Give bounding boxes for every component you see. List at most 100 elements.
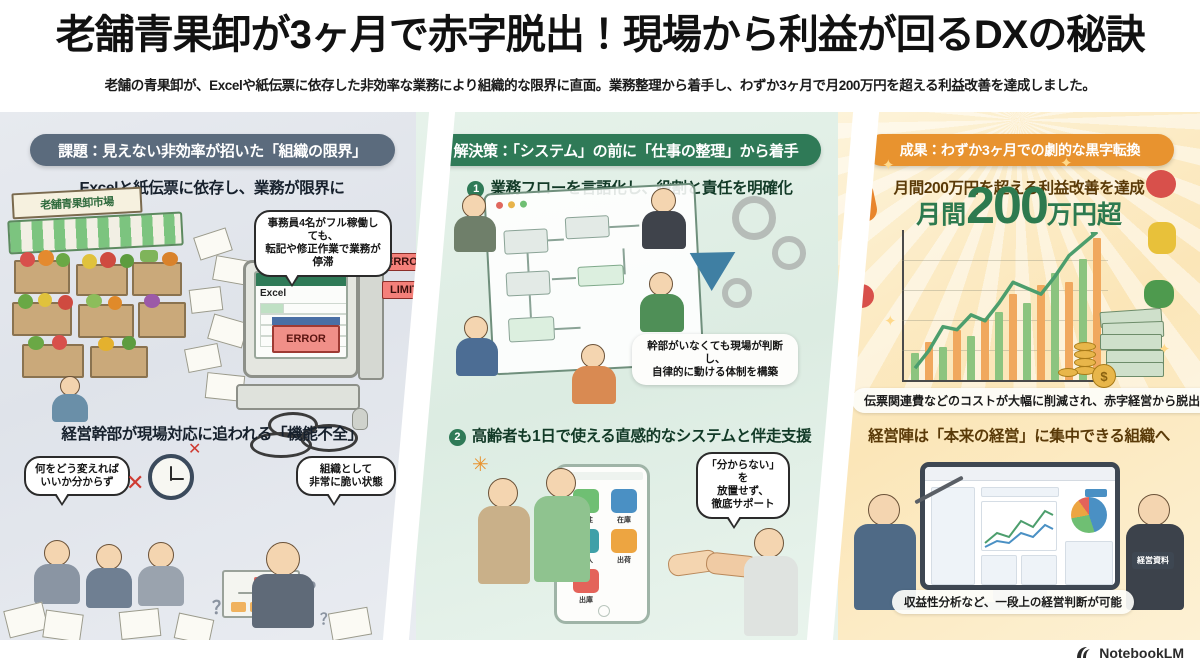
window-dot-close[interactable] <box>495 201 504 210</box>
crate <box>78 304 134 338</box>
gear-icon <box>772 236 806 270</box>
chart-line-path <box>913 232 1099 370</box>
person-body <box>534 496 590 582</box>
column-solution: 解決策：「システム」の前に「仕事の整理」から着手 1業務フローを言語化し、役割と… <box>416 112 844 640</box>
pill-solution: 解決策：「システム」の前に「仕事の整理」から着手 <box>431 134 821 166</box>
notebooklm-logo-icon <box>1077 647 1091 658</box>
bubble-fragile-org: 組織として 非常に脆い状態 <box>296 456 396 507</box>
result-section-b-title: 経営陣は「本来の経営」に集中できる組織へ <box>868 428 1170 445</box>
flow-arrow <box>551 276 576 280</box>
gear-icon <box>722 278 752 308</box>
vegetable <box>120 254 134 268</box>
flow-node <box>564 215 610 240</box>
flow-node <box>503 228 549 255</box>
desktop-monitor: Excel ERROR <box>243 260 359 378</box>
paper-slip <box>188 286 224 314</box>
person-body <box>52 394 88 422</box>
person-body <box>744 556 798 636</box>
person-head <box>464 316 488 340</box>
x-mark-icon: ✕ <box>126 470 145 495</box>
x-mark-icon: ✕ <box>188 441 202 458</box>
chart-bar <box>952 329 962 380</box>
window-dot-minimize[interactable] <box>507 201 516 209</box>
chart-gridline <box>902 320 1108 321</box>
person-body <box>86 568 132 608</box>
dashboard-sidebar <box>931 487 975 585</box>
sparkle-icon: ✦ <box>1158 341 1171 358</box>
gear-icon <box>732 196 776 240</box>
result-caption-analysis: 収益性分析など、一段上の経営判断が可能 <box>892 590 1134 614</box>
dashboard-kpi-panel <box>1065 541 1113 585</box>
sparkle-icon: ✦ <box>1060 155 1073 172</box>
person-head <box>546 468 576 498</box>
chart-bar <box>1092 237 1102 380</box>
flow-arrow <box>622 248 626 275</box>
bell-pepper-green-icon <box>1144 280 1174 308</box>
tablet-home-button[interactable] <box>598 605 610 617</box>
person-head <box>462 194 486 218</box>
dashboard-chart-svg <box>984 509 1054 548</box>
flow-arrow <box>554 326 581 330</box>
person-head <box>868 494 900 526</box>
app-icon-shipping[interactable] <box>611 529 637 553</box>
crate <box>90 346 148 378</box>
result-caption-cost: 伝票関連費などのコストが大幅に削減され、赤字経営から脱出 <box>852 388 1200 413</box>
step-number-badge: 2 <box>448 428 466 446</box>
flow-node-database <box>577 264 625 287</box>
person-head <box>651 188 676 213</box>
vegetable <box>98 337 114 351</box>
spreadsheet-cell-selected <box>260 303 284 314</box>
vegetable <box>140 250 158 262</box>
brand-notebooklm: NotebookLM <box>1075 645 1184 661</box>
tablet-statusbar <box>561 472 643 480</box>
person-head <box>266 542 300 576</box>
flow-node <box>505 270 551 297</box>
dashboard-table <box>1021 555 1057 585</box>
column-result: 成果：わずか3ヶ月での劇的な黒字転換 月間200万円を超える利益改善を達成 月間… <box>838 112 1200 640</box>
paper-slip <box>327 606 373 640</box>
app-icon-inventory[interactable] <box>611 489 637 513</box>
flow-arrow <box>526 253 530 272</box>
mouse <box>352 408 368 430</box>
bell-pepper-yellow-icon <box>1148 222 1176 254</box>
question-mark-icon: ？ <box>212 598 230 618</box>
person-body <box>640 294 684 332</box>
paper-slip <box>42 609 84 640</box>
keyboard <box>236 384 360 410</box>
sparkle-icon: ✦ <box>884 313 897 330</box>
vegetable <box>144 294 160 308</box>
callout-autonomous-team: 幹部がいなくても現場が判断し、 自律的に動ける体制を構築 <box>632 334 798 386</box>
app-label-outbound: 出庫 <box>579 597 593 604</box>
sparkle-icon: ✦ <box>882 157 895 174</box>
chart-bar <box>1050 273 1060 380</box>
chart-trend-line <box>913 232 1099 370</box>
chart-bar <box>924 341 934 380</box>
callout-office-workload: 事務員4名がフル稼働しても、 転記や修正作業で業務が停滞 <box>254 210 392 286</box>
window-dot-maximize[interactable] <box>519 200 528 208</box>
result-section-a-title: 月間200万円を超える利益改善を達成 <box>893 180 1145 197</box>
excel-label: Excel <box>260 288 287 299</box>
paper-slip <box>118 607 162 640</box>
person-body <box>478 506 530 584</box>
person-body <box>454 216 496 252</box>
error-dialog-titlebar <box>272 317 340 325</box>
bubble-confused-direction: 何をどう変えれば いいか分からず <box>24 456 130 507</box>
vegetable <box>38 293 52 307</box>
computer-tower <box>358 264 384 380</box>
person-body <box>252 574 314 628</box>
chart-bar <box>994 311 1004 380</box>
columns-container: 課題：見えない非効率が招いた「組織の限界」 Excelと紙伝票に依存し、業務が限… <box>0 112 1200 640</box>
dashboard-titlebar <box>925 467 1115 481</box>
vegetable <box>162 252 178 266</box>
person-head <box>148 542 174 568</box>
callout-thorough-support: 「分からない」を 放置せず、 徹底サポート <box>696 452 790 528</box>
crate <box>132 262 182 296</box>
flow-arrow <box>547 238 564 241</box>
dashboard-action-button[interactable] <box>1085 489 1107 497</box>
column-problem: 課題：見えない非効率が招いた「組織の限界」 Excelと紙伝票に依存し、業務が限… <box>0 112 424 640</box>
pill-problem: 課題：見えない非効率が招いた「組織の限界」 <box>30 134 395 166</box>
chart-bar <box>966 335 976 380</box>
problem-section-a-title: Excelと紙伝票に依存し、業務が限界に <box>79 180 345 197</box>
